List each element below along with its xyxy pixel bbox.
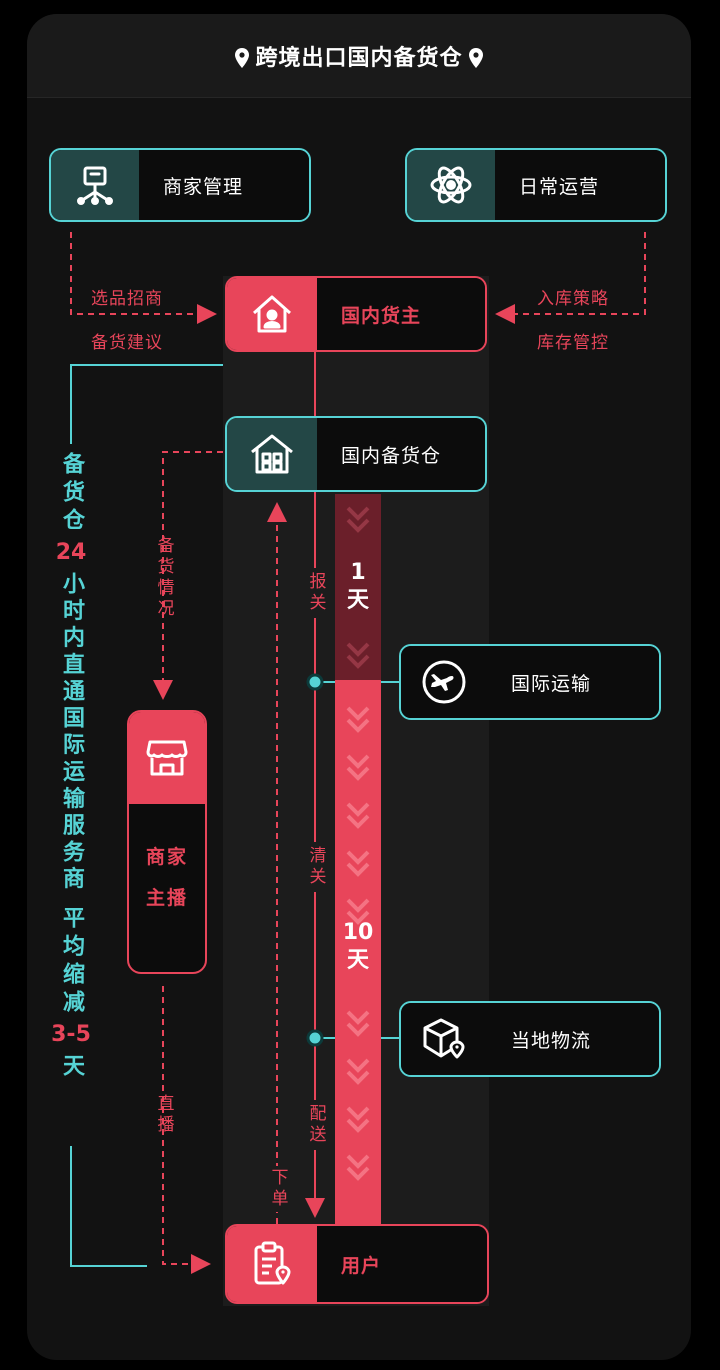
side-note-hours: 24 [55, 540, 87, 565]
label-customs-declare: 报关 [303, 568, 327, 618]
label-stock-status-text: 备货情况 [153, 536, 174, 620]
side-note-part2: 小时内直通国际运输服务商 [59, 572, 84, 894]
label-delivery: 配送 [303, 1100, 327, 1150]
duration-stage2-unit: 天 [346, 948, 369, 973]
node-merchant-mgmt-label: 商家管理 [139, 150, 309, 220]
node-streamer-label-2: 主播 [145, 887, 188, 909]
node-daily-ops: 日常运营 [405, 148, 667, 222]
node-user: 用户 [225, 1224, 489, 1304]
node-domestic-warehouse: 国内备货仓 [225, 416, 487, 492]
node-domestic-owner: 国内货主 [225, 276, 487, 352]
node-domestic-owner-label: 国内货主 [317, 278, 485, 350]
label-customs-clear: 清关 [303, 842, 327, 892]
side-note: 备货仓 24 小时内直通国际运输服务商 平均缩减 3-5 天 [51, 452, 91, 1076]
label-inbound-strategy: 入库策略 [537, 289, 609, 309]
node-user-label: 用户 [317, 1226, 487, 1302]
label-place-order: 下单 [265, 1166, 289, 1212]
duration-stage2: 10 天 [335, 922, 381, 972]
label-customs-clear-text: 清关 [306, 842, 326, 892]
node-local-logistics-label: 当地物流 [487, 1003, 659, 1075]
node-streamer-icon-cell [129, 712, 205, 804]
label-customs-declare-text: 报关 [306, 568, 326, 618]
atom-icon [430, 166, 472, 204]
duration-stage1: 1 天 [335, 562, 381, 612]
location-pin-icon [235, 48, 250, 68]
time-bar-stage1 [335, 494, 381, 680]
duration-stage1-unit: 天 [346, 588, 369, 613]
diagram-card: 跨境出口国内备货仓 [27, 14, 691, 1360]
label-stock-advice: 备货建议 [91, 333, 163, 353]
home-person-icon [253, 295, 291, 333]
box-location-icon [423, 1018, 465, 1059]
storefront-icon [146, 740, 188, 776]
node-daily-ops-label: 日常运营 [495, 150, 665, 220]
title-text: 跨境出口国内备货仓 [255, 46, 463, 71]
warehouse-icon [251, 434, 293, 474]
label-livestream-text: 直播 [153, 1094, 174, 1136]
node-intl-transport-label: 国际运输 [487, 646, 659, 718]
org-chart-icon [77, 166, 113, 205]
node-intl-transport: 国际运输 [399, 644, 661, 720]
label-stock-status: 备货情况 [151, 536, 175, 620]
label-livestream: 直播 [151, 1094, 175, 1136]
node-streamer: 商家 主播 [127, 710, 207, 974]
chevron-arrows [346, 506, 370, 1181]
duration-stage2-value: 10 [342, 920, 374, 945]
side-note-part4: 天 [59, 1053, 84, 1076]
label-select-products: 选品招商 [91, 289, 163, 309]
header-bar: 跨境出口国内备货仓 [27, 14, 691, 98]
page-title: 跨境出口国内备货仓 [27, 40, 691, 72]
clipboard-location-icon [254, 1241, 291, 1285]
node-streamer-label-1: 商家 [145, 846, 188, 868]
node-domestic-warehouse-label: 国内备货仓 [317, 418, 485, 490]
node-local-logistics: 当地物流 [399, 1001, 661, 1077]
label-delivery-text: 配送 [306, 1100, 326, 1150]
side-note-part1: 备货仓 [59, 452, 84, 536]
duration-stage1-value: 1 [350, 560, 366, 585]
time-bar-stage2 [335, 680, 381, 1226]
label-place-order-text: 下单 [267, 1166, 288, 1212]
airplane-icon [422, 660, 466, 704]
location-pin-icon [468, 48, 483, 68]
label-inventory-control: 库存管控 [537, 333, 609, 353]
side-note-days: 3-5 [51, 1021, 91, 1047]
node-merchant-mgmt: 商家管理 [49, 148, 311, 222]
side-note-part3: 平均缩减 [59, 905, 84, 1018]
